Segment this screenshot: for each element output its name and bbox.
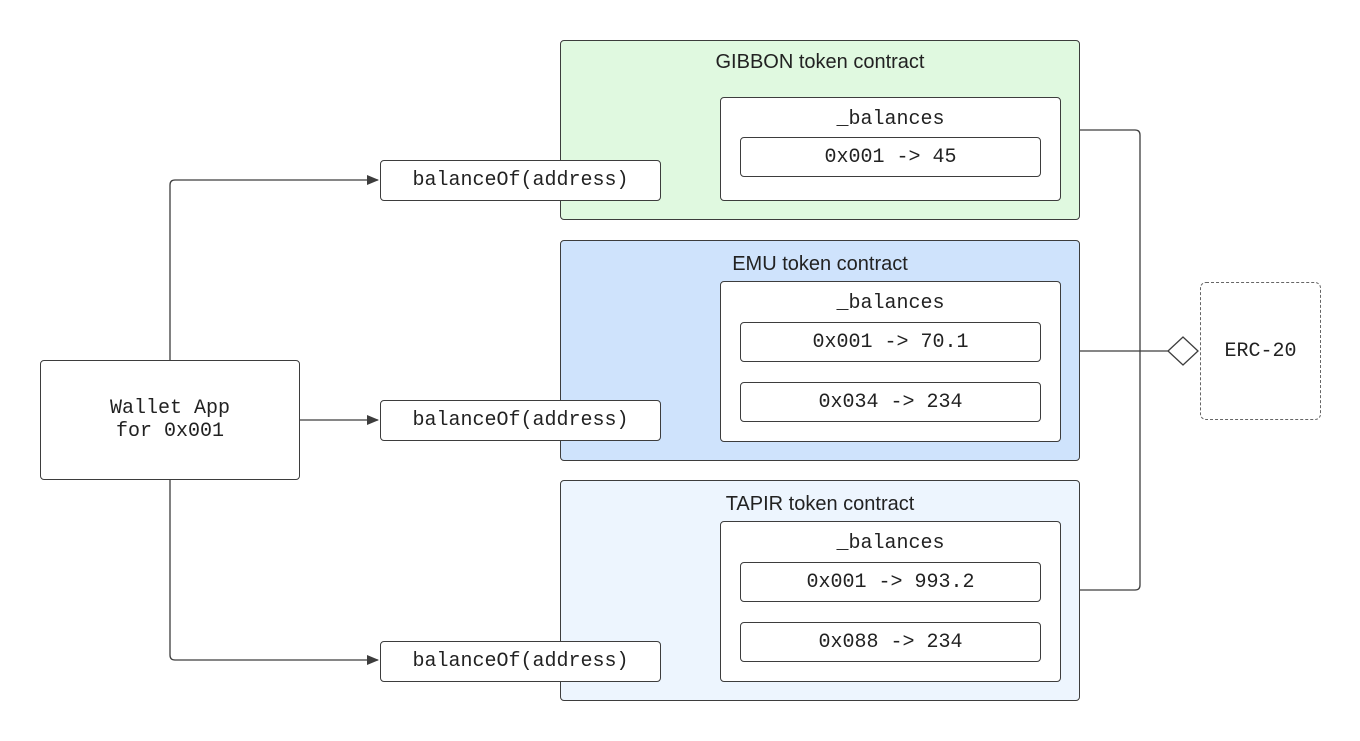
gibbon-contract-title: GIBBON token contract [715,51,925,73]
tapir-balances-node[interactable]: _balances 0x001 -> 993.2 0x088 -> 234 [720,521,1061,682]
wallet-app-label: Wallet App [109,397,231,420]
call-balanceof-gibbon[interactable]: balanceOf(address) [380,160,661,201]
arrow-wallet-to-call-tapir [169,480,379,665]
gibbon-contract-node[interactable]: GIBBON token contract _balances 0x001 ->… [560,40,1080,220]
link-gibbon-to-erc20 [1080,129,1141,351]
emu-balances-title: _balances [836,292,945,315]
tapir-balance-entry-1[interactable]: 0x001 -> 993.2 [740,562,1041,602]
call-balanceof-emu[interactable]: balanceOf(address) [380,400,661,441]
emu-balances-node[interactable]: _balances 0x001 -> 70.1 0x034 -> 234 [720,281,1061,442]
arrow-wallet-to-call-gibbon [169,175,379,360]
tapir-balance-entry-2[interactable]: 0x088 -> 234 [740,622,1041,662]
wallet-address-label: for 0x001 [115,420,225,443]
gibbon-balance-entry[interactable]: 0x001 -> 45 [740,137,1041,177]
emu-balance-entry-2[interactable]: 0x034 -> 234 [740,382,1041,422]
tapir-contract-node[interactable]: TAPIR token contract _balances 0x001 -> … [560,480,1080,701]
emu-balance-entry-1[interactable]: 0x001 -> 70.1 [740,322,1041,362]
emu-contract-title: EMU token contract [732,253,908,275]
gibbon-balances-title: _balances [836,108,945,131]
wallet-app-node[interactable]: Wallet App for 0x001 [40,360,300,480]
emu-contract-node[interactable]: EMU token contract _balances 0x001 -> 70… [560,240,1080,461]
erc20-interface-node[interactable]: ERC-20 [1200,282,1321,420]
tapir-balances-title: _balances [836,532,945,555]
gibbon-balances-node[interactable]: _balances 0x001 -> 45 [720,97,1061,201]
tapir-contract-title: TAPIR token contract [725,493,915,515]
aggregation-diamond [1167,336,1199,366]
link-tapir-to-erc20 [1080,351,1141,591]
call-balanceof-tapir[interactable]: balanceOf(address) [380,641,661,682]
